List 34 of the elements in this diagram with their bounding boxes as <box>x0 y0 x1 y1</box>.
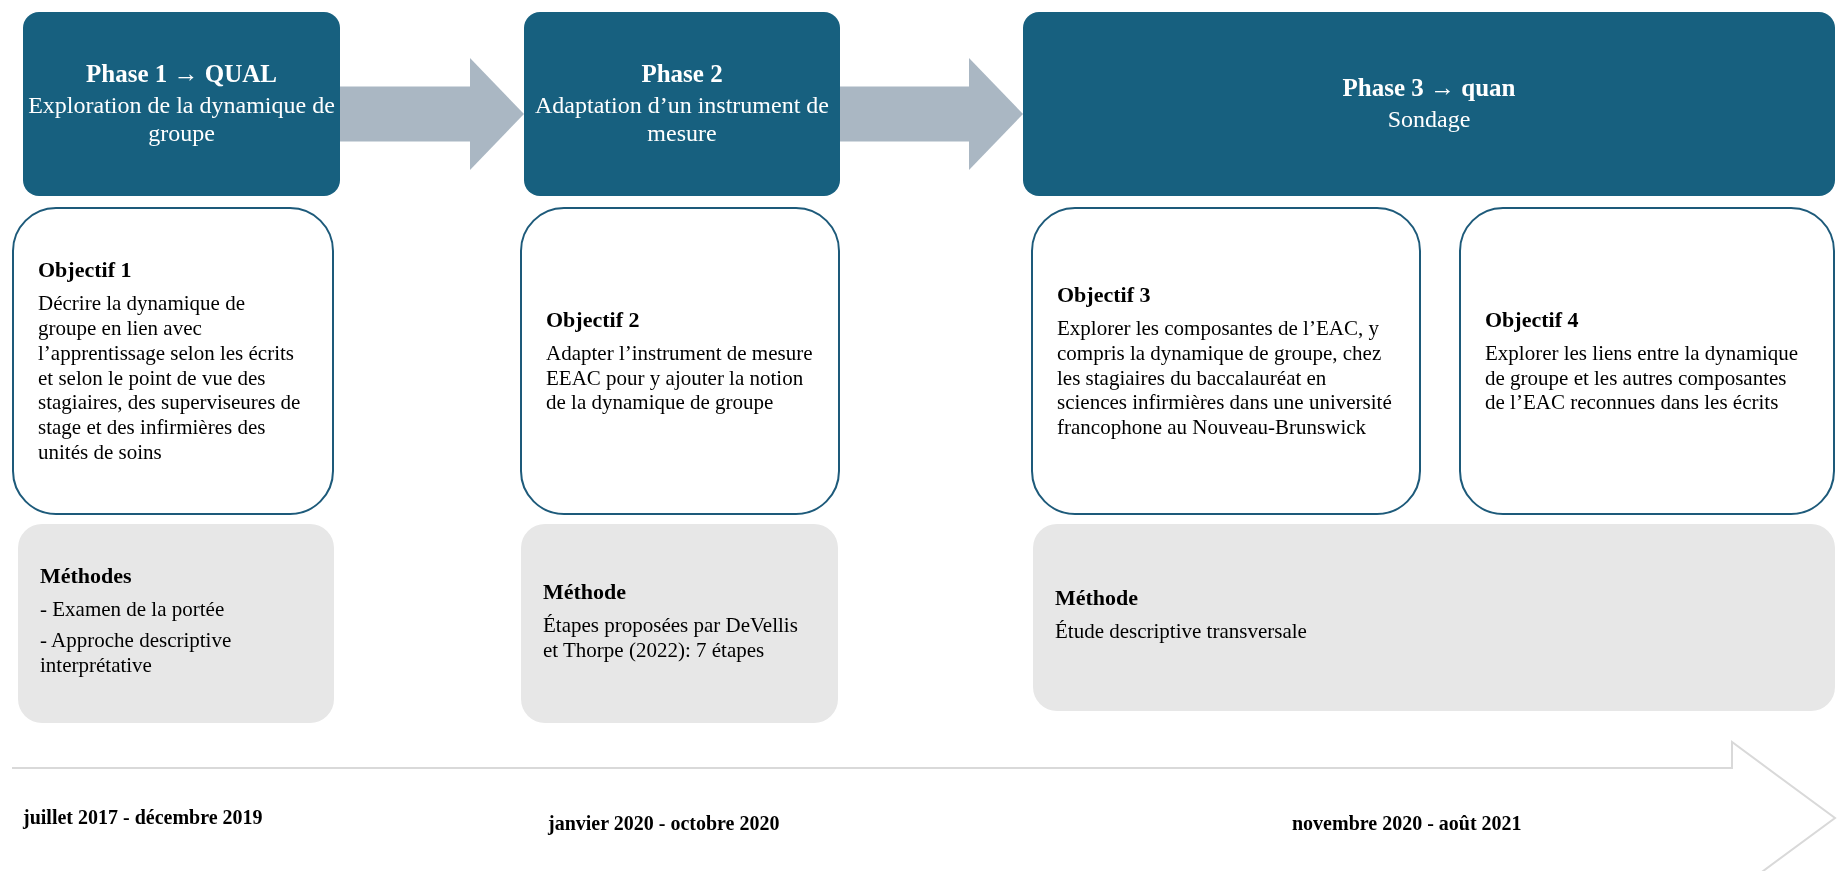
objective-box <box>520 207 840 515</box>
phase-box <box>1023 12 1835 196</box>
box-heading: Phase 3 → quan <box>1342 74 1516 103</box>
box-text: Adaptation d’un instrument de mesure <box>534 92 830 148</box>
box-text: Adapter l’instrument de mesure EEAC pour y ajouter la notion de la dynamique de groupe <box>546 340 814 416</box>
box-text: Sondage <box>1387 106 1471 134</box>
objective-box <box>1459 207 1835 515</box>
box-heading: Méthodes <box>40 563 133 590</box>
box-heading: Phase 2 <box>641 60 723 89</box>
phase-box <box>23 12 340 196</box>
box-heading: Objectif 2 <box>546 306 641 333</box>
box-heading: Objectif 1 <box>38 257 133 284</box>
box-text: - Examen de la portée <box>40 597 226 623</box>
objective-box <box>12 207 334 515</box>
method-box <box>18 524 334 723</box>
phase-box <box>524 12 840 196</box>
box-heading: Méthode <box>543 578 628 605</box>
date-range-label: juillet 2017 - décembre 2019 <box>23 806 263 829</box>
box-heading: Phase 1 → QUAL <box>86 60 277 89</box>
box-text: Exploration de la dynamique de groupe <box>27 92 336 148</box>
box-text: Étapes proposées par DeVellis et Thorpe (2022): 7 étapes <box>543 612 799 663</box>
date-range-label: janvier 2020 - octobre 2020 <box>548 812 780 835</box>
box-heading: Objectif 3 <box>1057 282 1152 309</box>
box-text: Explorer les composantes de l’EAC, y compris la dynamique de groupe, chez les stagiaires du baccalauréat en sciences infirmières dans une université francophone au Nouveau-Brunswick <box>1057 316 1393 440</box>
method-box <box>1033 524 1835 711</box>
box-text: Étude descriptive transversale <box>1055 619 1308 644</box>
box-text: Décrire la dynamique de groupe en lien avec l’apprentissage selon les écrits et selon le point de vue des stagiaires, des superviseures de stage et des infirmières des unités de soins <box>38 291 302 465</box>
box-text: - Approche descriptive interprétative <box>40 628 233 678</box>
objective-box <box>1031 207 1421 515</box>
date-range-label: novembre 2020 - août 2021 <box>1292 812 1522 835</box>
box-heading: Objectif 4 <box>1485 306 1580 333</box>
method-box <box>521 524 838 723</box>
box-heading: Méthode <box>1055 585 1140 612</box>
box-text: Explorer les liens entre la dynamique de groupe et les autres composantes de l’EAC reconnues dans les écrits <box>1485 340 1800 416</box>
